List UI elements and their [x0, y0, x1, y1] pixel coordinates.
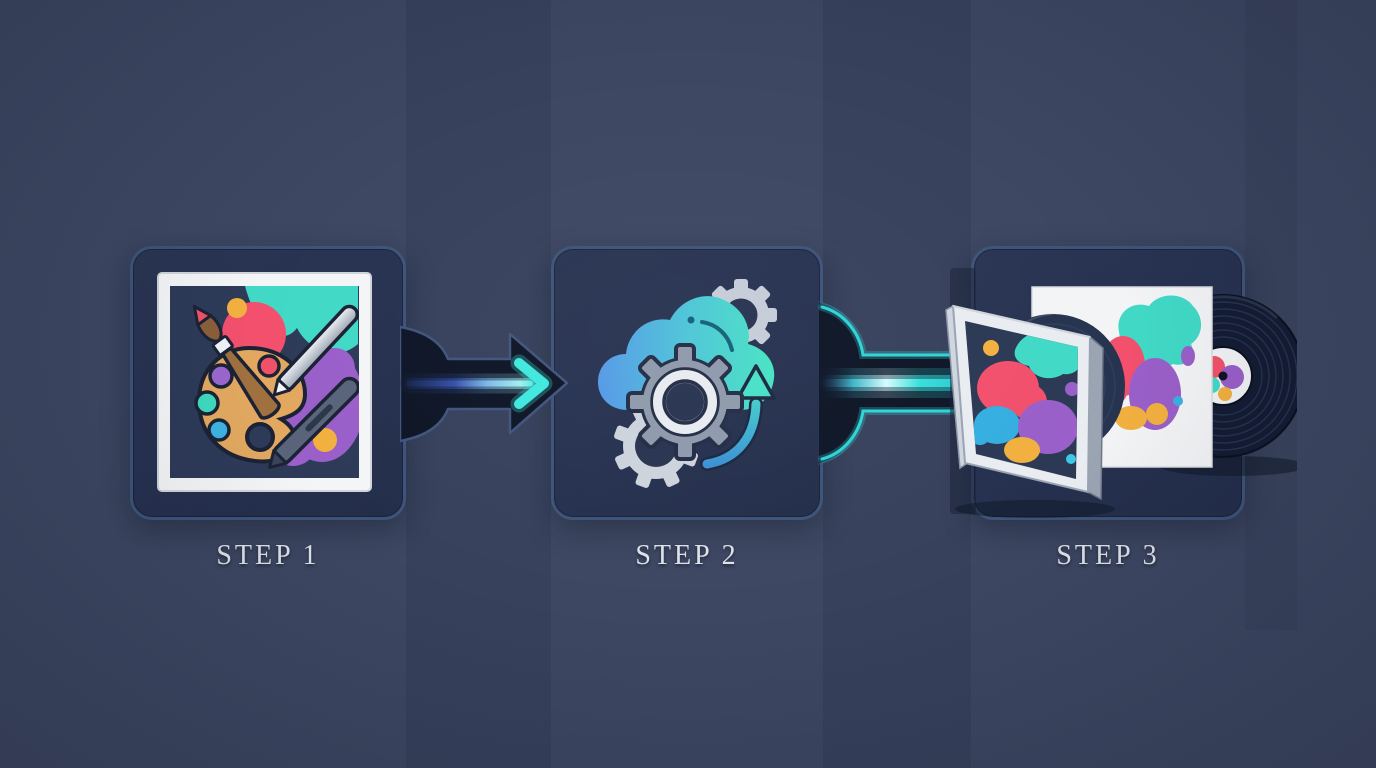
cd-jewel-case [945, 304, 1104, 501]
paint-brush [192, 305, 281, 420]
upload-arrow [700, 364, 776, 471]
palette-artwork-icon [157, 272, 372, 492]
glow-beam-funnel-icon [818, 300, 960, 466]
block-arrow-right-icon [400, 325, 569, 443]
step-2-label: STEP 2 [635, 540, 739, 571]
stylus-pen [272, 304, 359, 397]
step-1-label: STEP 1 [216, 540, 320, 571]
drawing-pen [268, 376, 359, 469]
gear-main [626, 343, 744, 461]
cd-sleeve-vinyl-record-icon [945, 268, 1297, 518]
case-shadow [955, 500, 1115, 518]
step-3-label: STEP 3 [1056, 540, 1160, 571]
glow-chevron [514, 358, 549, 409]
cloud-gears-processing-icon [598, 279, 777, 488]
